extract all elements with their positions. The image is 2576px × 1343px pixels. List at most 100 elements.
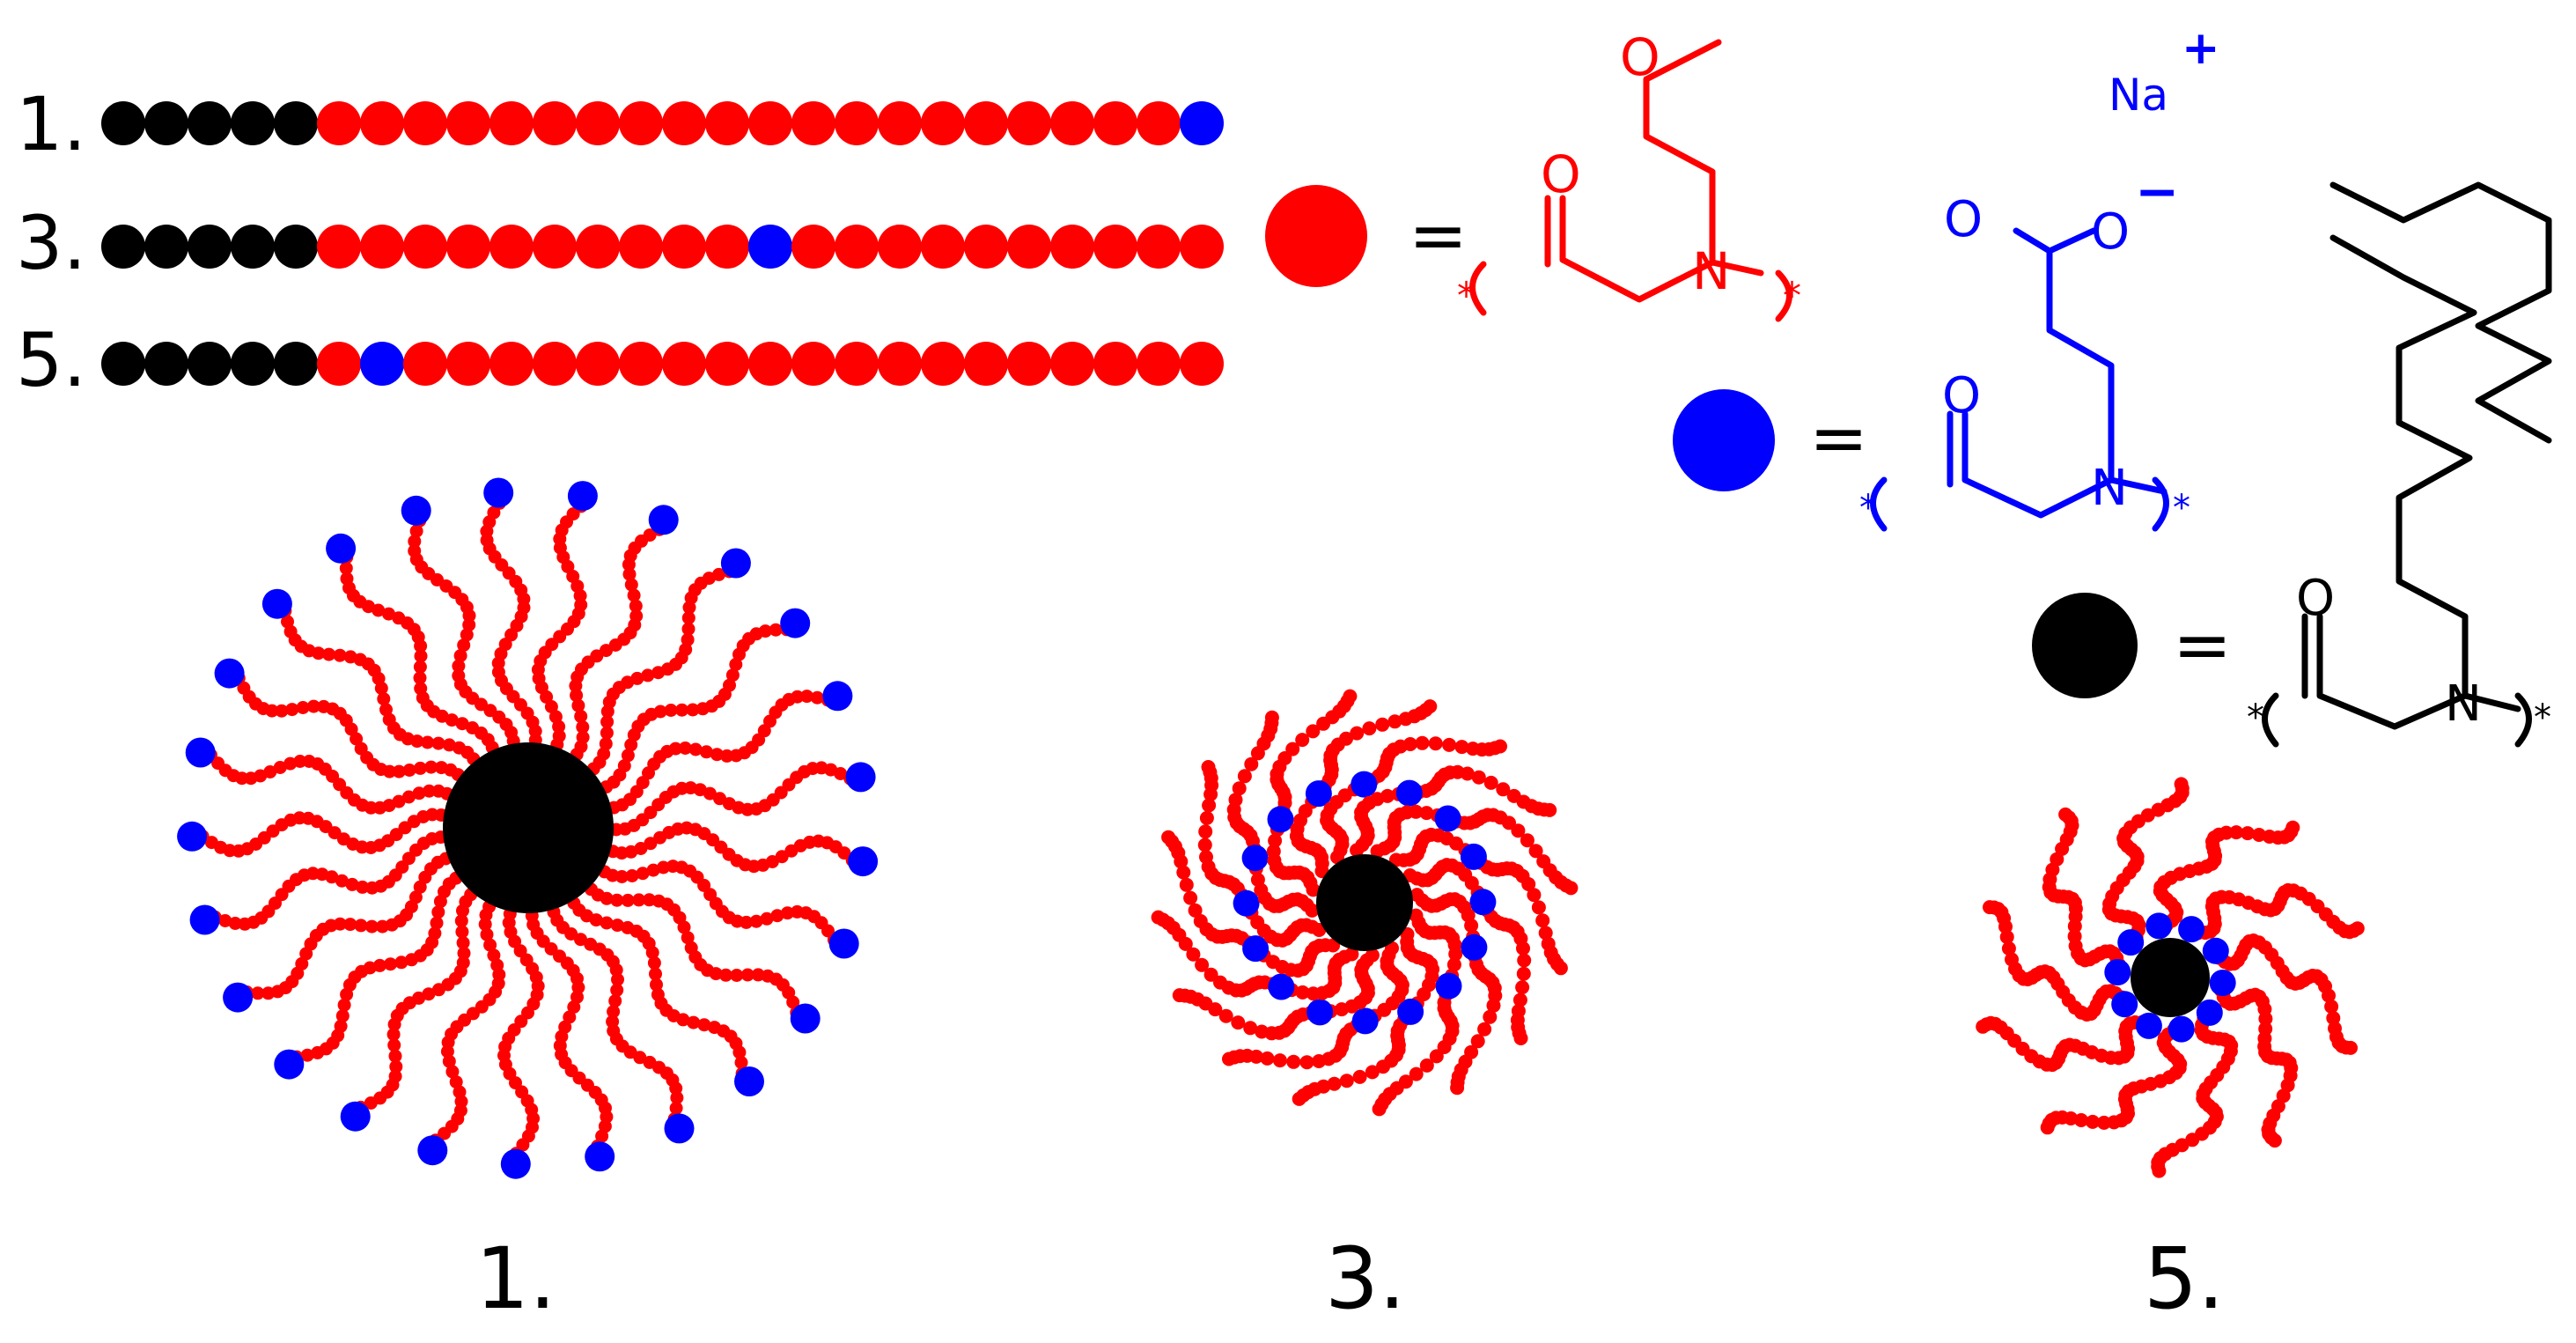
chain-bead-hydrophilic [964,225,1008,269]
micelle-bead-hydrophilic [261,986,276,1000]
micelle-bead-hydrophilic [621,749,635,763]
micelle-bead-hydrophilic [810,690,824,705]
micelle-bead-charged [1469,889,1497,916]
micelle-bead-hydrophilic [457,946,471,960]
blue-oxygen-backbone: O [1942,367,1981,424]
micelle-bead-hydrophilic [576,730,590,744]
micelle-bead-hydrophilic [1339,1074,1354,1088]
micelle-bead-hydrophilic [563,1010,577,1024]
micelle-bead-hydrophilic [1201,760,1216,774]
micelle-bead-charged [2145,912,2173,940]
micelle-bead-hydrophilic [1312,1054,1327,1068]
micelle-bead-charged [189,904,220,935]
micelle-bead-hydrophilic [2040,1120,2055,1135]
micelle-bead-hydrophilic [617,759,631,773]
micelle-bead-hydrophilic [1515,980,1530,995]
micelle-bead-hydrophilic [597,747,611,761]
micelle-bead-hydrophilic [364,1096,378,1110]
micelle-bead-hydrophilic [365,881,379,895]
micelle-bead-hydrophilic [1454,740,1469,755]
micelle-bead-charged [2178,916,2205,943]
micelle-bead-hydrophilic [387,1038,401,1052]
micelle-bead-hydrophilic [1429,1049,1444,1064]
micelle-bead-hydrophilic [405,953,418,967]
micelle-bead-hydrophilic [600,916,614,930]
micelle-bead-charged [340,1101,371,1132]
micelle-bead-hydrophilic [455,717,469,731]
chain-bead-hydrophobic [188,342,232,386]
micelle-bead-hydrophilic [629,599,643,613]
micelle-bead-charged [1267,806,1294,833]
micelle-bead-hydrophilic [625,869,639,882]
micelle-bead-hydrophilic [483,938,497,952]
micelle-bead-charged [2104,959,2131,985]
micelle-bead-hydrophilic [1496,782,1511,797]
chain-bead-hydrophilic [446,225,490,269]
micelle-bead-hydrophilic [1450,1081,1465,1096]
micelle-bead-hydrophilic [615,870,629,883]
sodium-ion: Na [2109,70,2168,121]
micelle-bead-charged [2202,937,2229,964]
micelle-bead-hydrophilic [1232,781,1247,796]
chain-bead-hydrophilic [921,342,965,386]
micelle-bead-hydrophilic [1183,890,1198,905]
micelle-core [2131,938,2210,1017]
micelle-bead-charged [177,821,208,852]
micelle-bead-hydrophilic [480,927,494,941]
micelle-bead-hydrophilic [413,761,427,775]
micelle-bead-hydrophilic [389,1059,403,1074]
micelle-bead-hydrophilic [723,678,736,692]
micelle-bead-charged [2111,991,2138,1018]
micelle-bead-hydrophilic [668,742,682,756]
micelle-bead-hydrophilic [460,628,474,642]
chain-bead-hydrophilic [619,342,663,386]
micelle-bead-hydrophilic [675,703,689,717]
micelle-bead-hydrophilic [1365,1065,1380,1080]
chain-bead-hydrophilic [748,101,792,145]
micelle-bead-hydrophilic [600,726,614,740]
micelle-bead-hydrophilic [622,567,637,581]
micelle-bead-hydrophilic [609,963,623,977]
micelle-bead-hydrophilic [751,968,765,982]
micelle-bead-hydrophilic [1415,735,1430,750]
micelle-bead-hydrophilic [462,618,476,632]
micelle-bead-hydrophilic [1460,766,1475,781]
micelle-bead-hydrophilic [627,588,641,602]
micelle-bead-hydrophilic [2324,1000,2339,1014]
micelle-bead-hydrophilic [335,874,349,888]
micelle-bead-hydrophilic [725,668,740,683]
chain-bead-hydrophilic [403,225,447,269]
blue-nitrogen: N [2091,460,2128,517]
red-star-left: * [1457,274,1476,317]
micelle-bead-hydrophilic [392,764,406,778]
blue-star-right: * [2173,488,2190,528]
micelle-bead-hydrophilic [2322,988,2336,1003]
micelle-bead-hydrophilic [548,710,563,724]
micelle-bead-hydrophilic [375,919,389,933]
chain-bead-hydrophobic [101,101,145,145]
chain-bead-hydrophilic [446,342,490,386]
micelle-bead-hydrophilic [1272,1053,1287,1068]
micelle-bead-hydrophilic [2086,1114,2100,1129]
micelle-bead-hydrophilic [574,933,587,947]
chain-bead-hydrophobic [231,101,275,145]
micelle-bead-hydrophilic [2350,921,2365,936]
legend-black-equals: = [2173,604,2232,686]
micelle-bead-hydrophilic [423,784,436,798]
micelle-bead-hydrophilic [1244,756,1259,771]
micelle-bead-hydrophilic [1350,726,1365,741]
micelle-bead-hydrophilic [2067,929,2082,944]
micelle-bead-hydrophilic [1471,770,1486,785]
chain-bead-hydrophilic [964,101,1008,145]
micelle-bead-charged [1435,972,1462,1000]
micelle-bead-hydrophilic [2107,1115,2122,1130]
red-monomer-structure [1469,39,1792,322]
micelle-bead-charged [2135,1012,2162,1039]
micelle-bead-hydrophilic [1448,947,1463,962]
micelle-bead-hydrophilic [1306,986,1321,1001]
micelle-bead-hydrophilic [1553,961,1568,976]
micelle-bead-charged [223,982,254,1013]
chain-bead-hydrophilic [791,101,835,145]
micelle-bead-hydrophilic [1199,850,1213,865]
